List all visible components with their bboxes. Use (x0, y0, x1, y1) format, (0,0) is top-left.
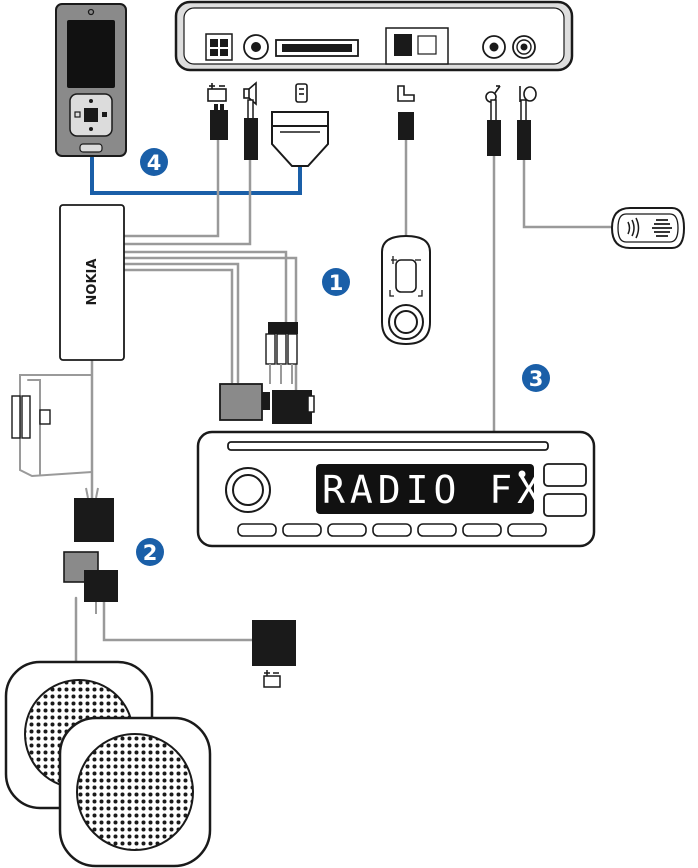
remote-control-icon (397, 85, 415, 102)
power-plug (210, 104, 228, 140)
cable-iso-adapter-3 (122, 262, 240, 384)
radio-preset-buttons (237, 523, 547, 537)
svg-text:3: 3 (529, 367, 544, 391)
microphone-plug (517, 99, 531, 160)
cable-fuse-loop-2 (27, 379, 41, 475)
cables (19, 138, 614, 670)
power-supply-icon (207, 83, 227, 102)
mobile-phone (55, 3, 127, 157)
phone-data-plug (271, 111, 329, 167)
cable-iso-adapter (122, 250, 288, 332)
microphone (610, 207, 686, 249)
iso-connector-black (272, 390, 315, 424)
iso-connector-gray (219, 383, 270, 421)
cable-fuse-loop (19, 374, 93, 478)
speaker-connector-black (84, 570, 118, 614)
callout-2: 2 (136, 538, 164, 566)
callout-3: 3 (522, 364, 550, 392)
nokia-electronics-box: NOKIA (59, 204, 125, 361)
remote-plug (398, 112, 414, 140)
fuse-holder-adapter (265, 322, 298, 384)
cable-power-connector (102, 598, 254, 642)
power-connector (252, 620, 296, 666)
data-cable-blue (90, 156, 302, 195)
radio-display-text: RADIO FX (322, 468, 545, 512)
brand-label: NOKIA (85, 259, 100, 306)
svg-text:2: 2 (143, 541, 158, 565)
speaker-front (58, 716, 212, 868)
hands-free-unit (174, 0, 574, 72)
remote-control (381, 234, 431, 346)
audio-plug (244, 99, 258, 160)
callout-1: 1 (322, 268, 350, 296)
antenna-plug (487, 99, 501, 156)
microphone-icon (519, 86, 537, 102)
unit-connector (74, 487, 114, 542)
speaker-connector-gray (63, 551, 99, 583)
phone-connector-icon (295, 83, 308, 103)
cable-iso-adapter-4 (122, 268, 234, 384)
power-supply-icon-bottom (263, 670, 281, 688)
svg-text:4: 4 (147, 151, 162, 175)
fuse-holder (11, 395, 51, 455)
cable-audio-to-unit (122, 158, 252, 246)
car-radio: RADIO FX (196, 430, 596, 548)
callout-4: 4 (140, 148, 168, 176)
cable-power-to-unit (122, 138, 220, 238)
cable-microphone (522, 158, 614, 229)
svg-text:1: 1 (329, 271, 344, 295)
